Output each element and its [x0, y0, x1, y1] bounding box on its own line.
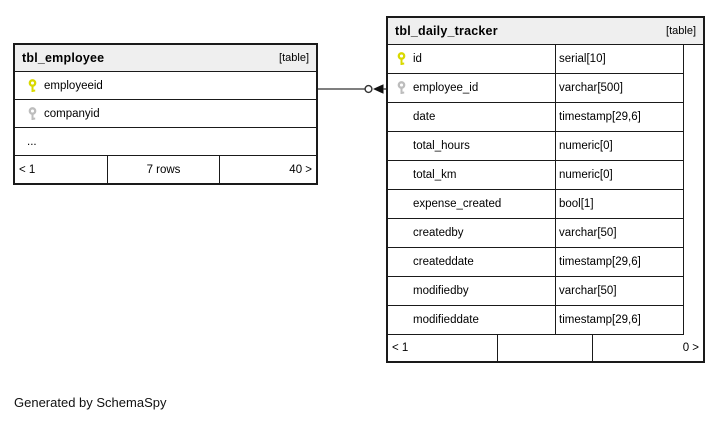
column-name: modifieddate: [413, 314, 479, 326]
column-row-total_hours[interactable]: total_hours numeric[0]: [388, 132, 683, 161]
table-node-tbl-daily-tracker[interactable]: tbl_daily_tracker [table] id serial[10] em…: [386, 16, 705, 363]
column-row-date[interactable]: date timestamp[29,6]: [388, 103, 683, 132]
column-type: serial[10]: [559, 53, 606, 65]
column-name: createdby: [413, 227, 464, 239]
footer-cell-rowcount: 7 rows: [108, 156, 220, 183]
table-type-badge: [table]: [666, 25, 696, 37]
column-type: numeric[0]: [559, 140, 613, 152]
relationship-connector: [318, 84, 386, 94]
column-row-expense_created[interactable]: expense_created bool[1]: [388, 190, 683, 219]
open-circle-icon: [364, 84, 373, 94]
icon-spacer: [396, 139, 407, 153]
column-row-employee_id[interactable]: employee_id varchar[500]: [388, 74, 683, 103]
icon-spacer: [396, 110, 407, 124]
icon-spacer: [396, 197, 407, 211]
column-name: id: [413, 53, 422, 65]
column-name: employeeid: [44, 79, 103, 92]
icon-spacer: [396, 284, 407, 298]
column-type: varchar[500]: [559, 82, 623, 94]
column-row-createddate[interactable]: createddate timestamp[29,6]: [388, 248, 683, 277]
column-name: modifiedby: [413, 285, 469, 297]
table-node-tbl-employee[interactable]: tbl_employee [table] employeeid companyid…: [13, 43, 318, 185]
foreign-key-icon: [27, 106, 38, 121]
column-type: varchar[50]: [559, 285, 617, 297]
footer-cell-left: < 1: [15, 156, 108, 183]
column-type: timestamp[29,6]: [559, 111, 641, 123]
icon-spacer: [396, 313, 407, 327]
fk-anchor-column: [683, 45, 703, 335]
column-name: total_km: [413, 169, 457, 181]
table-header[interactable]: tbl_daily_tracker [table]: [388, 18, 703, 45]
column-type: timestamp[29,6]: [559, 256, 641, 268]
icon-spacer: [396, 226, 407, 240]
column-row-modifiedby[interactable]: modifiedby varchar[50]: [388, 277, 683, 306]
table-title[interactable]: tbl_daily_tracker: [395, 24, 498, 38]
solid-arrowhead-icon: [373, 84, 384, 94]
generated-by-note: Generated by SchemaSpy: [14, 395, 167, 410]
column-name: date: [413, 111, 436, 123]
column-name: createddate: [413, 256, 474, 268]
column-name: ...: [27, 135, 37, 148]
column-row-total_km[interactable]: total_km numeric[0]: [388, 161, 683, 190]
footer-cell-right: 0 >: [682, 342, 699, 354]
column-name: expense_created: [413, 198, 502, 210]
column-rows: id serial[10] employee_id varchar[500] date t…: [388, 45, 683, 335]
table-type-badge: [table]: [279, 52, 309, 64]
footer-cell-right: 40 >: [289, 163, 312, 176]
column-name: total_hours: [413, 140, 470, 152]
column-name: employee_id: [413, 82, 479, 94]
column-row-createdby[interactable]: createdby varchar[50]: [388, 219, 683, 248]
table-body: id serial[10] employee_id varchar[500] date t…: [388, 45, 703, 335]
footer-cell-center: [498, 335, 593, 361]
column-row-companyid[interactable]: companyid: [15, 100, 316, 128]
column-type: numeric[0]: [559, 169, 613, 181]
table-footer: < 1 0 >: [388, 335, 703, 361]
primary-key-icon: [396, 52, 407, 66]
table-title[interactable]: tbl_employee: [22, 51, 105, 65]
column-row-modifieddate[interactable]: modifieddate timestamp[29,6]: [388, 306, 683, 335]
table-body: employeeid companyid...: [15, 72, 316, 156]
column-row-ellipsis[interactable]: ...: [15, 128, 316, 156]
column-rows: employeeid companyid...: [15, 72, 316, 156]
icon-spacer: [396, 255, 407, 269]
table-footer: < 1 7 rows 40 >: [15, 156, 316, 183]
column-row-id[interactable]: id serial[10]: [388, 45, 683, 74]
primary-key-icon: [27, 78, 38, 93]
table-header[interactable]: tbl_employee [table]: [15, 45, 316, 72]
column-type: timestamp[29,6]: [559, 314, 641, 326]
icon-spacer: [396, 168, 407, 182]
column-type: varchar[50]: [559, 227, 617, 239]
column-name: companyid: [44, 107, 100, 120]
foreign-key-icon: [396, 81, 407, 95]
footer-cell-left: < 1: [388, 335, 498, 361]
column-row-employeeid[interactable]: employeeid: [15, 72, 316, 100]
column-type: bool[1]: [559, 198, 594, 210]
